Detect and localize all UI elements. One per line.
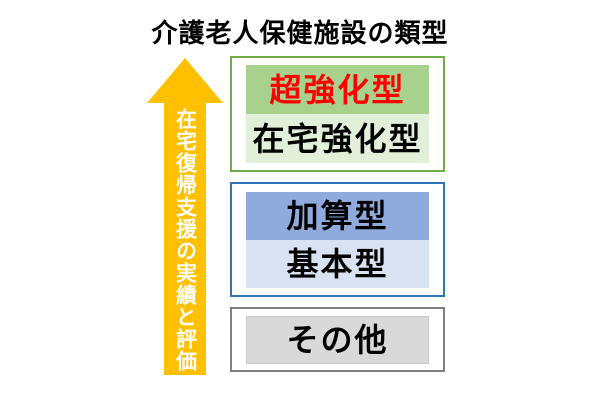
arrow-axis-label: 在宅復帰支援の実績と評価 xyxy=(173,108,198,372)
row-super-enhanced-type: 超強化型 xyxy=(246,65,429,114)
standard-group-box: 加算型 基本型 xyxy=(230,182,445,297)
page-title: 介護老人保健施設の類型 xyxy=(151,19,449,49)
row-additional-type: 加算型 xyxy=(246,191,429,240)
row-other-type: その他 xyxy=(246,315,429,364)
up-arrow: 在宅復帰支援の実績と評価 xyxy=(147,58,223,375)
row-basic-type: 基本型 xyxy=(246,239,429,288)
enhanced-group-box: 超強化型 在宅強化型 xyxy=(230,56,445,172)
other-group-box: その他 xyxy=(230,307,445,372)
row-home-enhanced-type: 在宅強化型 xyxy=(246,114,429,163)
